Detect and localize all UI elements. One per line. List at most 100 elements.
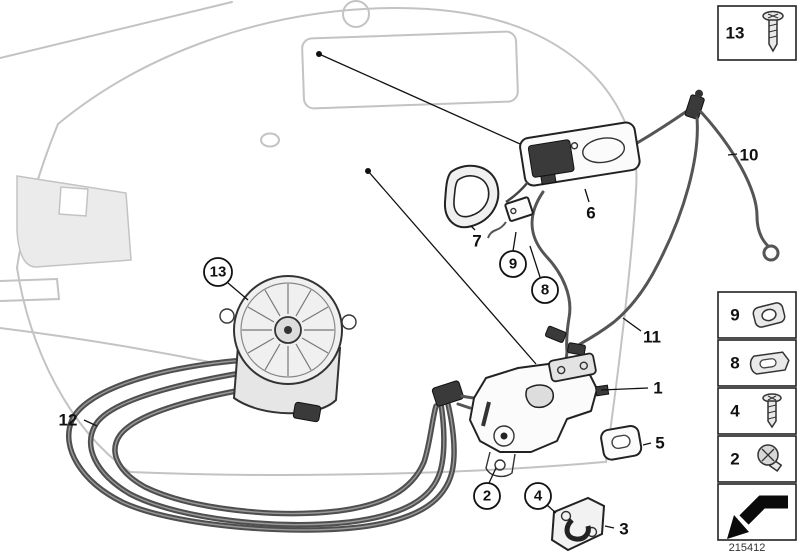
handle-button (582, 137, 626, 164)
trunk-lock (456, 352, 610, 478)
trunk-lid-curve (57, 6, 638, 463)
striker-hole (560, 510, 572, 522)
callout-2[interactable]: 2 (473, 467, 501, 510)
taillight-cutout (16, 175, 132, 268)
handle-connector-block (527, 139, 575, 178)
roof-edge-line (0, 1, 233, 59)
actuator-bolt-tab (219, 308, 235, 324)
actuator-bolt-tab (341, 314, 357, 330)
callout-7[interactable]: 7 (470, 225, 482, 251)
microswitch-pin (510, 207, 517, 215)
handle-gasket (443, 164, 500, 229)
legend-box-13[interactable]: 13 (717, 5, 797, 61)
legend-9-label[interactable]: 9 (730, 306, 739, 325)
lock-claw (525, 384, 554, 409)
legend-2-label[interactable]: 2 (730, 450, 739, 469)
callout-5[interactable]: 5 (642, 434, 665, 453)
bowden-cable (530, 190, 586, 364)
diagram-number: 215412 (729, 542, 766, 554)
handle-pigtail-wire (505, 181, 529, 204)
legend-box-arrow[interactable] (717, 483, 797, 541)
callout-8[interactable]: 8 (529, 245, 559, 304)
harness-strand-highlight (90, 371, 445, 526)
callout-1[interactable]: 1 (600, 379, 663, 398)
mount-leader-lines (316, 51, 537, 365)
microswitch-spring (487, 221, 507, 239)
actuator-disc-ring (240, 282, 336, 378)
callout-1-label[interactable]: 1 (653, 379, 662, 398)
callout-4-label[interactable]: 4 (534, 488, 543, 505)
legend-8-label[interactable]: 8 (730, 354, 739, 373)
callout-9-label[interactable]: 9 (509, 256, 517, 273)
callout-7-label[interactable]: 7 (472, 232, 481, 251)
lock-slot (481, 401, 491, 427)
release-cable-run (699, 110, 770, 248)
microswitch (487, 196, 534, 239)
pan-head-screw-icon (762, 393, 782, 429)
callout-12-label[interactable]: 12 (59, 411, 78, 430)
legend-box-9[interactable]: 9 (717, 291, 797, 339)
legend-13-label[interactable]: 13 (726, 24, 745, 43)
callout-3[interactable]: 3 (604, 520, 629, 539)
callout-6[interactable]: 6 (584, 188, 596, 223)
lock-body (469, 362, 598, 453)
lock-cam-center (500, 432, 508, 440)
taillight-inner-hole (58, 186, 89, 217)
actuator-ribs (242, 284, 334, 376)
callout-10[interactable]: 10 (727, 146, 759, 165)
trunk-handle-unit (505, 121, 641, 204)
harness-connector (431, 380, 464, 407)
license-plate-recess (301, 30, 519, 110)
actuator-plug (292, 401, 322, 423)
callout-5-label[interactable]: 5 (655, 434, 664, 453)
direction-arrow-icon (727, 495, 788, 539)
callout-13-label[interactable]: 13 (210, 264, 227, 281)
pan-head-screw-icon (762, 10, 784, 53)
lock-top-bracket (548, 352, 597, 383)
bumper-lines (0, 277, 61, 302)
callout-8-label[interactable]: 8 (541, 282, 549, 299)
cable-harness (65, 357, 483, 533)
gasket-inner (453, 175, 490, 218)
lock-bottom-hole (494, 459, 506, 471)
callout-3-label[interactable]: 3 (619, 520, 628, 539)
bracket-slot (611, 434, 631, 450)
callout-10-label[interactable]: 10 (740, 146, 759, 165)
callout-2-label[interactable]: 2 (483, 488, 491, 505)
lock-bottom-tab (485, 451, 516, 478)
striker-loop (564, 518, 591, 542)
expanding-nut-icon (752, 302, 786, 328)
handle-screw-hole (570, 142, 579, 150)
clip-bracket-icon (749, 351, 790, 375)
actuator-hub-center (284, 326, 292, 334)
emblem-circle (342, 0, 370, 28)
body-bottom-edge (129, 461, 605, 476)
legend-box-2[interactable]: 2 (717, 435, 797, 483)
legend-box-4[interactable]: 4 (717, 387, 797, 435)
legend-box-8[interactable]: 8 (717, 339, 797, 387)
callout-12[interactable]: 12 (59, 411, 98, 430)
bumper-lower-crease (0, 327, 216, 364)
keyhole-oval (260, 132, 280, 148)
cable-clip (544, 325, 567, 343)
pull-ring (762, 244, 780, 262)
lock-cable-attach (456, 402, 472, 410)
callout-6-label[interactable]: 6 (586, 204, 595, 223)
car-rear-outline (0, 0, 638, 476)
callouts: 13 12 10 6 7 9 8 (59, 146, 759, 539)
lock-actuator (219, 275, 357, 423)
callout-13[interactable]: 13 (203, 257, 249, 301)
legend-4-label[interactable]: 4 (730, 402, 740, 421)
harness-strand-highlight (68, 359, 455, 531)
handle-connector-pins (540, 173, 557, 185)
callout-11[interactable]: 11 (622, 317, 661, 347)
body-lower-left-edge (16, 267, 131, 473)
bowden-cable-run (530, 190, 572, 364)
callout-4[interactable]: 4 (524, 482, 557, 514)
legend: 13 9 8 (717, 5, 797, 554)
callout-11-label[interactable]: 11 (643, 328, 661, 347)
release-cable-upper (630, 109, 689, 148)
callout-9[interactable]: 9 (499, 231, 527, 278)
mount-line-handle (318, 53, 530, 149)
